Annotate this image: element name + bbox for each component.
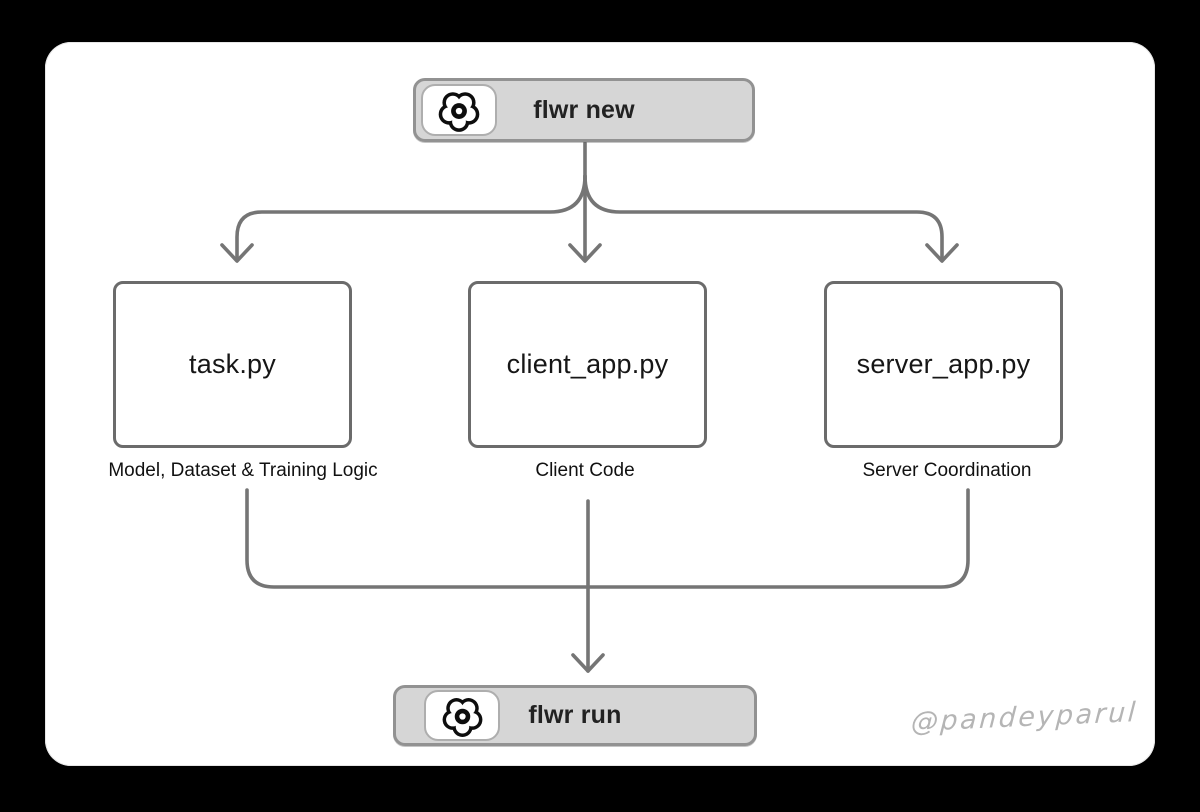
- flower-logo-icon: [442, 698, 482, 737]
- flwr-new-label: flwr new: [533, 95, 635, 124]
- caption-server-app-py: Server Coordination: [862, 460, 1032, 481]
- flower-logo-chip: [421, 84, 497, 136]
- caption-client-app-py: Client Code: [535, 460, 635, 481]
- task-py-label: task.py: [189, 349, 276, 379]
- server-app-py-label: server_app.py: [856, 349, 1031, 379]
- node-client-app-py: client_app.py: [468, 281, 707, 448]
- node-server-app-py: server_app.py: [824, 281, 1063, 448]
- flwr-new-command: flwr new: [413, 78, 755, 142]
- caption-task-py: Model, Dataset & Training Logic: [108, 460, 378, 481]
- flower-logo-chip: [424, 690, 500, 741]
- client-app-py-label: client_app.py: [506, 349, 669, 379]
- node-task-py: task.py: [113, 281, 352, 448]
- flower-logo-icon: [438, 92, 480, 132]
- flwr-run-label: flwr run: [528, 701, 622, 729]
- flwr-run-command: flwr run: [393, 685, 757, 746]
